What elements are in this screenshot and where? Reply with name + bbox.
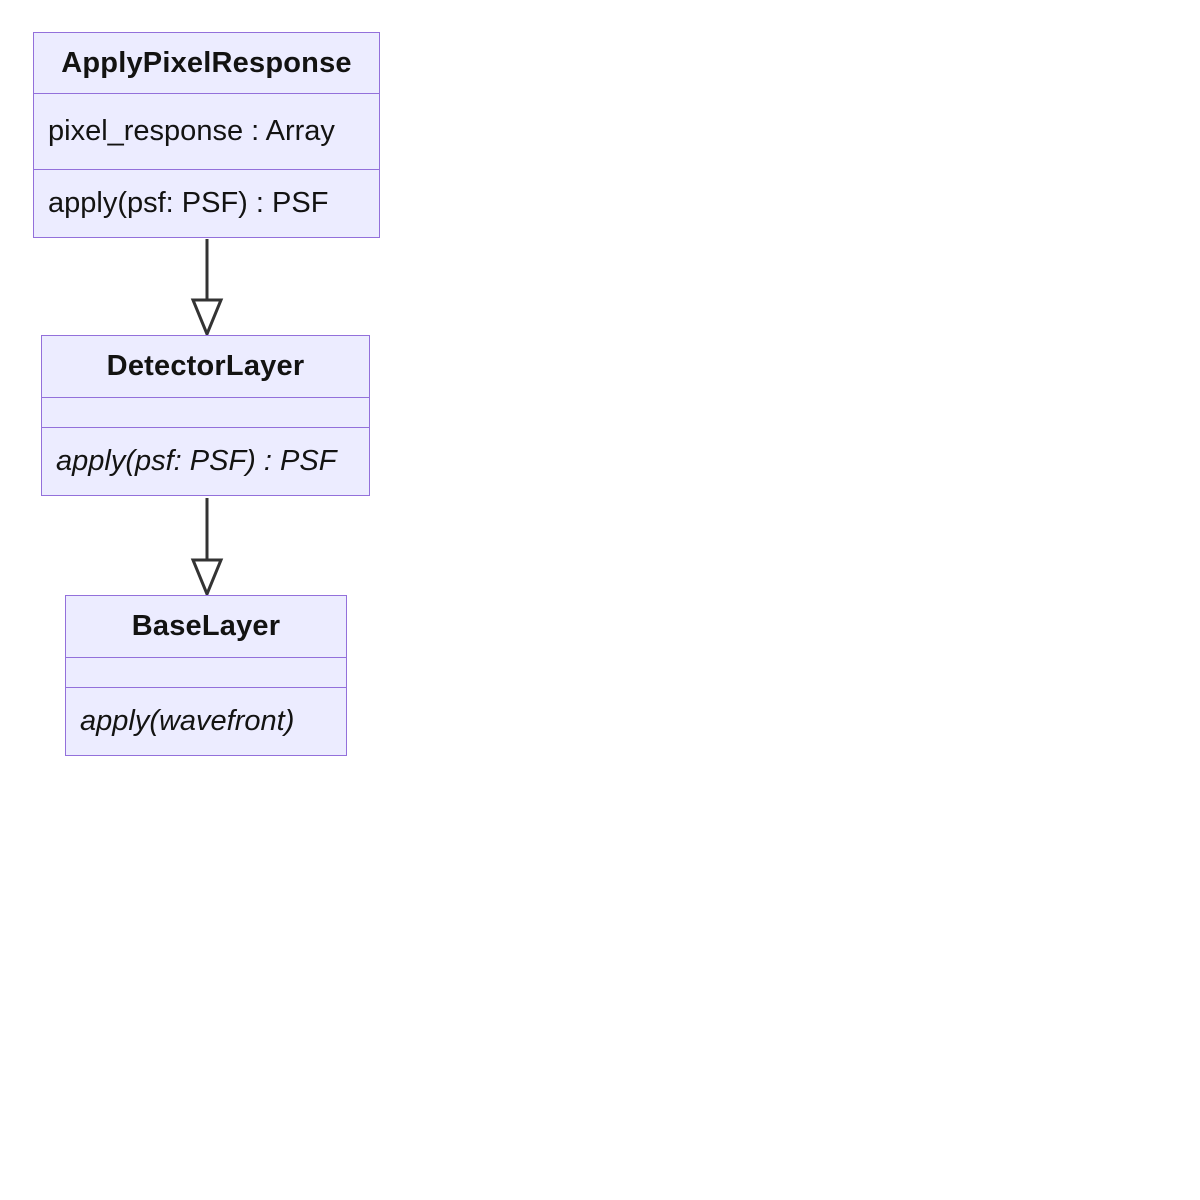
class-box-baselayer: BaseLayer apply(wavefront) bbox=[65, 595, 347, 756]
class-name: ApplyPixelResponse bbox=[61, 46, 352, 79]
attributes-section: pixel_response : Array bbox=[34, 93, 379, 169]
class-name: BaseLayer bbox=[131, 610, 281, 642]
class-method: apply(psf: PSF) : PSF bbox=[48, 187, 329, 219]
methods-section: apply(psf: PSF) : PSF bbox=[42, 427, 369, 495]
inheritance-arrow-applypixelresponse-to-detectorlayer bbox=[190, 239, 224, 338]
class-attribute: pixel_response : Array bbox=[48, 115, 335, 147]
class-box-applypixelresponse: ApplyPixelResponse pixel_response : Arra… bbox=[33, 32, 380, 238]
attributes-section bbox=[66, 657, 346, 687]
methods-section: apply(psf: PSF) : PSF bbox=[34, 169, 379, 237]
inheritance-arrow-detectorlayer-to-baselayer bbox=[190, 498, 224, 598]
class-method-abstract: apply(wavefront) bbox=[80, 705, 295, 737]
class-name: DetectorLayer bbox=[106, 350, 305, 382]
attributes-section bbox=[42, 397, 369, 427]
methods-section: apply(wavefront) bbox=[66, 687, 346, 755]
class-box-detectorlayer: DetectorLayer apply(psf: PSF) : PSF bbox=[41, 335, 370, 496]
class-method-abstract: apply(psf: PSF) : PSF bbox=[56, 445, 337, 477]
